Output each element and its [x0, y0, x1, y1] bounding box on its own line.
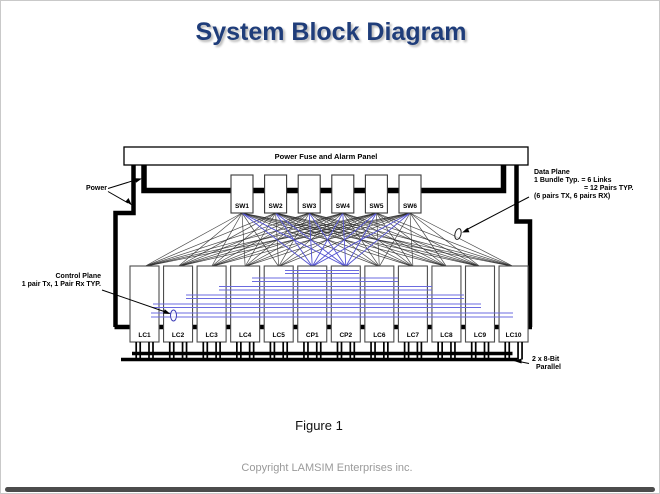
mesh-line-control [311, 212, 344, 267]
control-plane-lines [151, 270, 513, 318]
line-card-label: LC10 [506, 332, 522, 339]
mesh-line-control [275, 212, 313, 267]
data-plane-line3: = 12 Pairs TYP. [584, 185, 634, 192]
data-plane-leader [464, 196, 530, 231]
mesh-line-control [312, 212, 411, 267]
line-card-label: LC8 [440, 332, 453, 339]
data-plane-ellipse-marker [454, 228, 462, 240]
mesh-line-data [379, 212, 411, 267]
mesh-line-control [241, 212, 313, 267]
line-card-label: CP2 [339, 332, 352, 339]
power-leader-1 [107, 179, 138, 189]
parallel-bus-line1: 2 x 8-Bit [532, 356, 560, 363]
sw-box [230, 174, 254, 214]
power-bus-outer-right [514, 165, 533, 327]
switch-boxes: SW1 SW2 SW3 SW4 SW5 SW6 [230, 174, 422, 214]
data-plane-line2: 1 Bundle Typ. = 6 Links [534, 177, 612, 184]
line-card-label: LC2 [172, 332, 185, 339]
line-card-label: LC9 [474, 332, 487, 339]
power-label: Power [85, 185, 107, 192]
power-bus-outer-left [113, 165, 136, 327]
page-title: System Block Diagram [195, 18, 467, 46]
mesh-line-control [308, 212, 313, 267]
mesh-line-data [409, 212, 481, 267]
mesh-line-data [144, 212, 343, 267]
power-bus-inner [141, 165, 507, 194]
mesh-line-data [144, 212, 243, 267]
sw-box [264, 174, 288, 214]
data-plane-line4: (6 pairs TX, 6 pairs RX) [534, 193, 611, 200]
sw-label: SW6 [403, 203, 417, 210]
power-fuse-panel-box [123, 146, 529, 166]
card-bus-drops [135, 342, 523, 360]
mesh-line-data [409, 212, 414, 267]
sw-box [297, 174, 321, 214]
sw-label: SW4 [336, 203, 350, 210]
mesh-line-data [409, 212, 514, 267]
mesh-line-data [144, 212, 276, 267]
mesh-line-control [345, 212, 411, 267]
parallel-arrowhead [514, 358, 522, 364]
sw-box [364, 174, 388, 214]
line-card-label: LC6 [373, 332, 386, 339]
power-fuse-panel-label: Power Fuse and Alarm Panel [275, 152, 378, 161]
control-plane-ellipse-marker [170, 309, 177, 322]
line-card-label: LC7 [407, 332, 420, 339]
figure-caption: Figure 1 [295, 418, 343, 433]
control-plane-arrowhead [163, 309, 171, 314]
frame-bottom-shadow [5, 487, 655, 492]
copyright-notice: Copyright LAMSIM Enterprises inc. [241, 462, 413, 474]
mesh-line-control [311, 212, 377, 267]
line-card-label: LC4 [239, 332, 252, 339]
data-plane-line1: Data Plane [534, 169, 570, 176]
sw-label: SW5 [369, 203, 383, 210]
sw-label: SW3 [302, 203, 316, 210]
line-card-label: LC3 [205, 332, 218, 339]
control-plane-line1: Control Plane [55, 273, 101, 280]
control-plane-label: Control Plane 1 pair Tx, 1 Pair Rx TYP. [7, 273, 101, 289]
line-card-label: LC1 [138, 332, 151, 339]
data-plane-arrowhead [462, 227, 470, 233]
sw-box [398, 174, 422, 214]
control-plane-leader [101, 289, 168, 313]
line-card-label: CP1 [306, 332, 319, 339]
power-arrowhead-1 [134, 178, 142, 183]
sw-box [331, 174, 355, 214]
parallel-bus-line2: Parallel [536, 364, 561, 371]
line-card-label: LC5 [273, 332, 286, 339]
power-arrowhead-2 [125, 198, 132, 206]
sw-label: SW2 [269, 203, 283, 210]
sw-label: SW1 [235, 203, 249, 210]
mesh-line-data [409, 212, 447, 267]
line-card-box [498, 265, 529, 343]
data-plane-label: Data Plane 1 Bundle Typ. = 6 Links = 12 … [534, 169, 634, 201]
control-plane-line2: 1 pair Tx, 1 Pair Rx TYP. [21, 281, 101, 288]
switch-fabric-mesh [144, 212, 514, 267]
parallel-bus-label: 2 x 8-Bit Parallel [532, 356, 561, 372]
power-leader-2 [107, 191, 129, 204]
